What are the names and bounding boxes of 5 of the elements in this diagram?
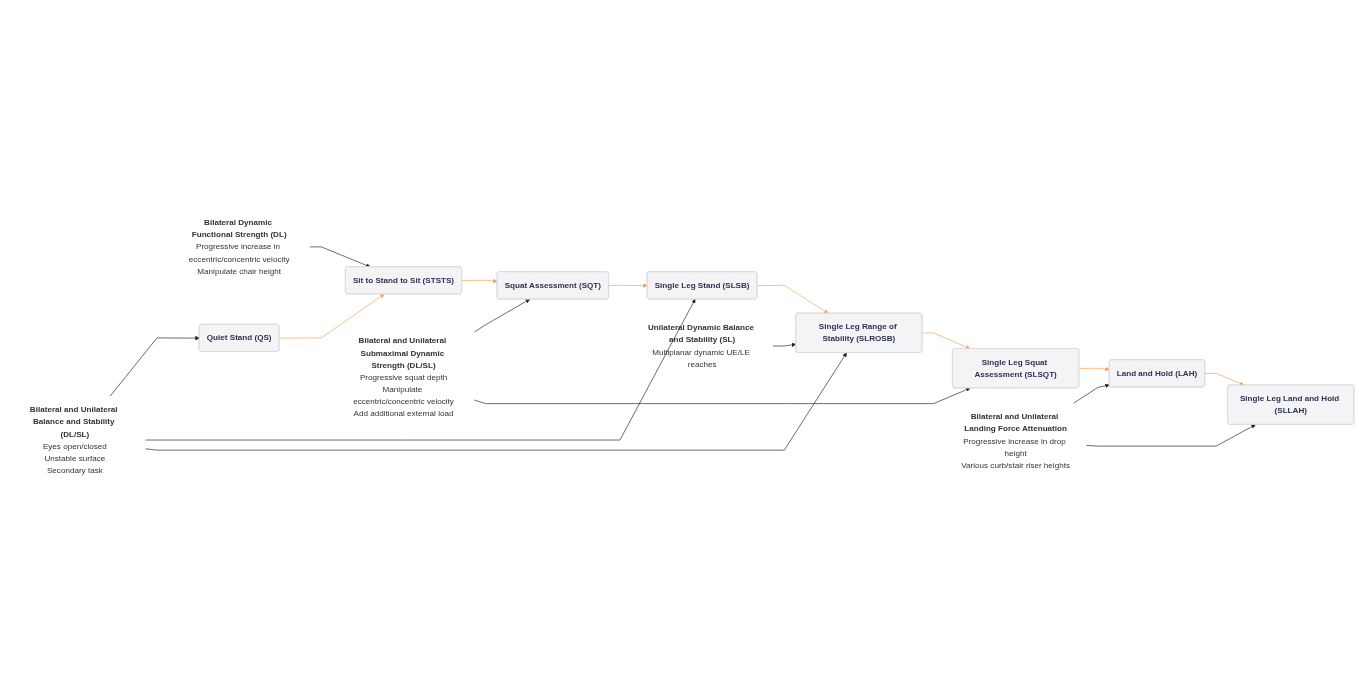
node-text: Bilateral and Unilateral Balance and Stability (DL/SL) Eyes open/closed Unstable surface Secondary task: [29, 405, 118, 475]
node-text: Unilateral Dynamic Balance and Stability (SL) Multiplanar dynamic UE/LE reaches: [647, 323, 755, 369]
node-text: Bilateral and Unilateral Landing Force Attenuation Progressive increase in drop height Various curb/stair riser heights: [961, 412, 1070, 470]
node-text: Bilateral Dynamic Functional Strength (DL) Progressive increase in eccentric/concentric velocity Manipulate chair height: [188, 218, 290, 276]
node-text: Bilateral and Unilateral Submaximal Dynamic Strength (DL/SL) Progressive squat depth Manipulate eccentric/concentric velocity Add additional external load: [353, 336, 454, 418]
